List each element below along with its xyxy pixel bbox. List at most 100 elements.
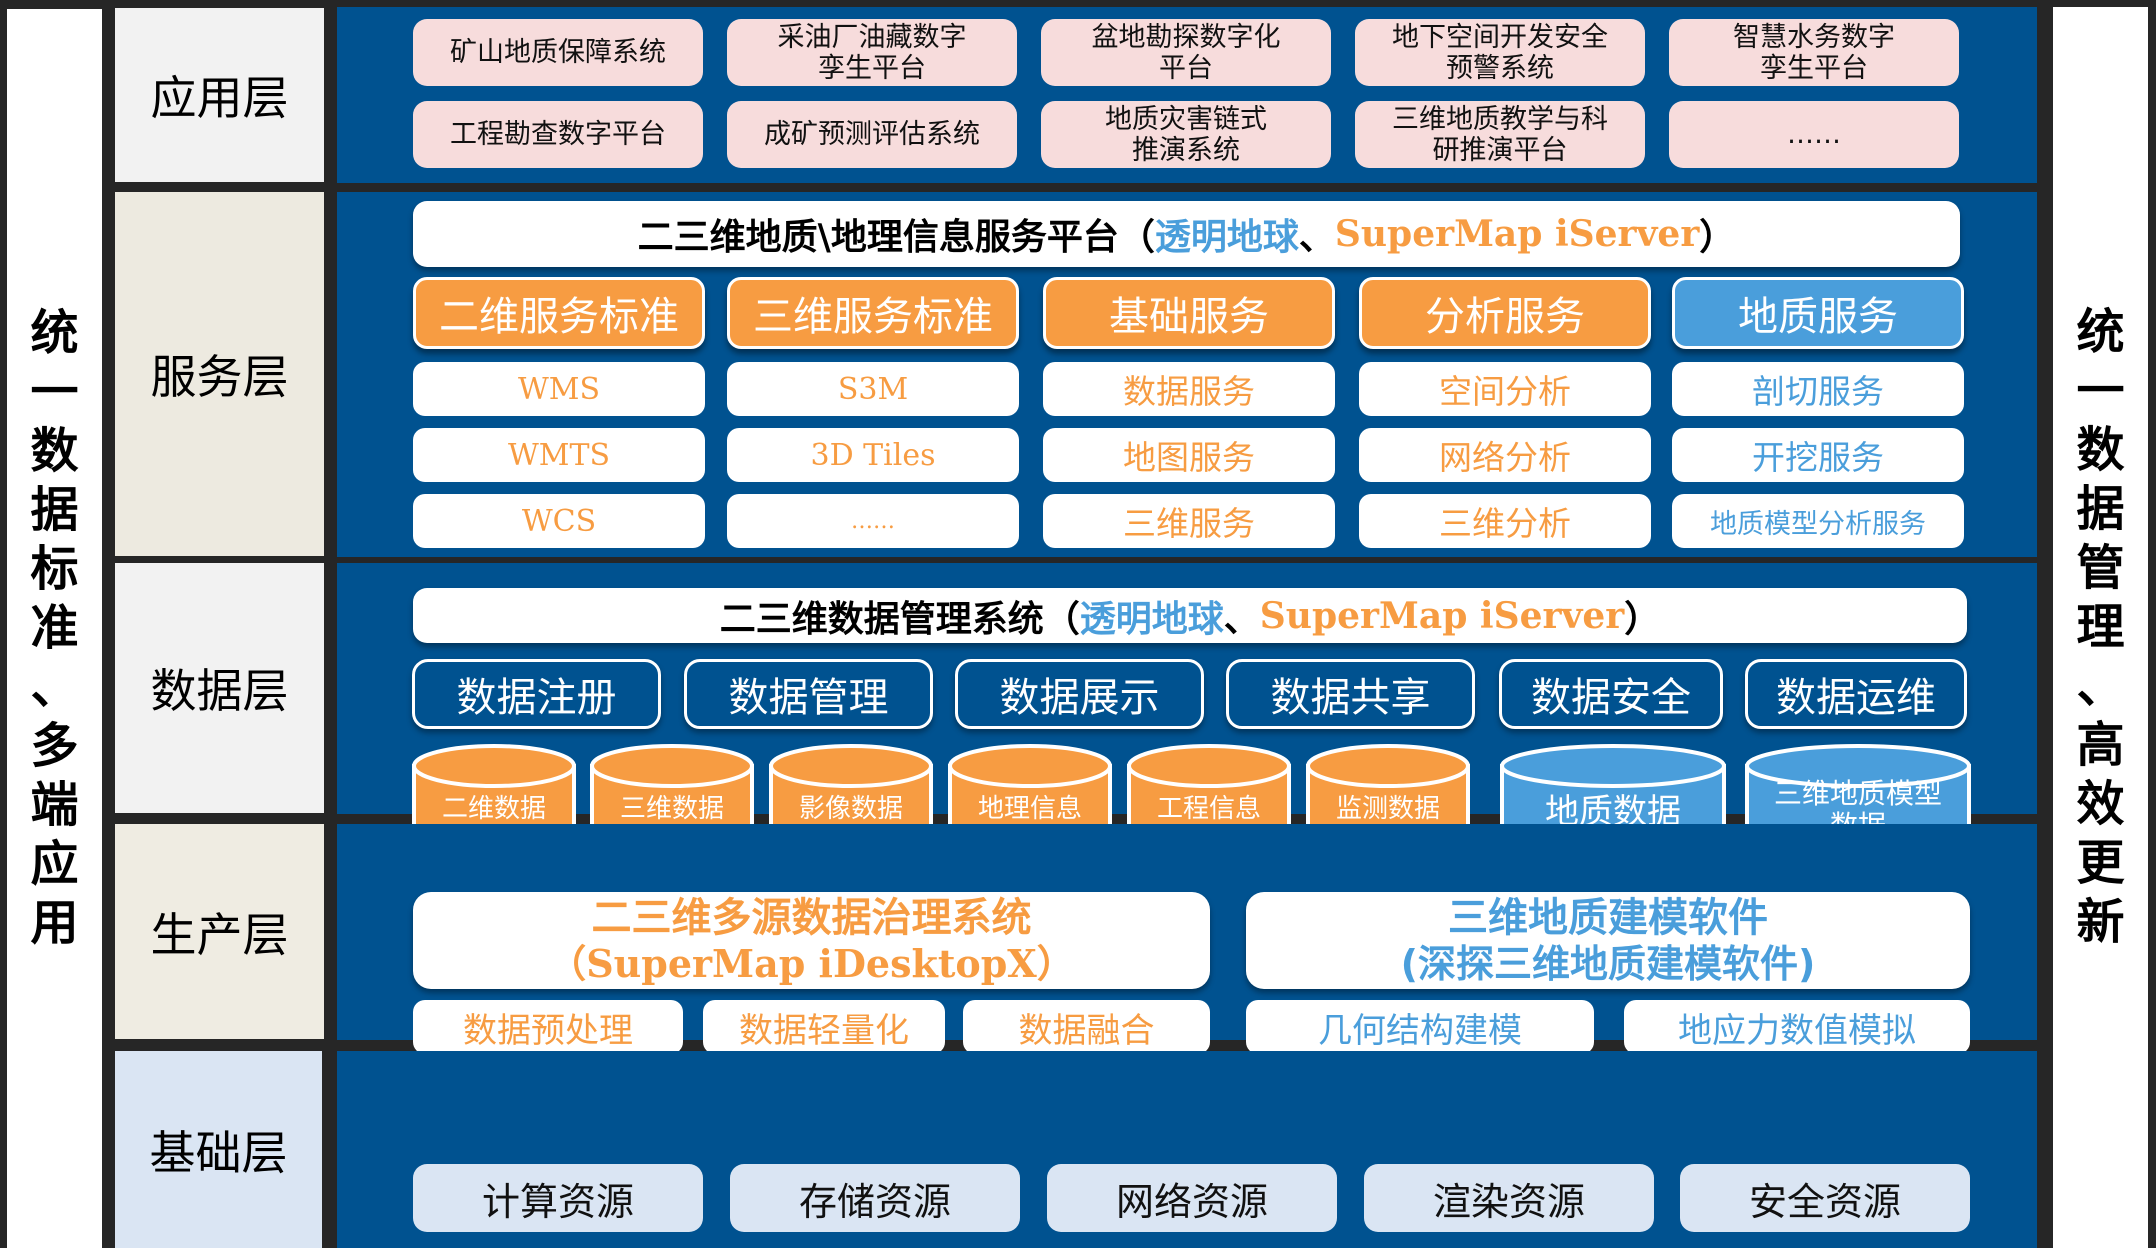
base-resource-item[interactable]: 计算资源	[413, 1164, 703, 1232]
cylinder-top	[769, 744, 933, 788]
app-item[interactable]: 盆地勘探数字化平台	[1041, 19, 1331, 86]
data-system-title: 二三维数据管理系统（透明地球、SuperMap iServer）	[413, 588, 1967, 643]
banner-char: 新	[2076, 894, 2125, 950]
app-item[interactable]: 成矿预测评估系统	[727, 101, 1017, 168]
modeling-item[interactable]: 几何结构建模	[1246, 1000, 1594, 1054]
data-store-label-line: 三维数据	[619, 794, 724, 824]
banner-char: 高	[2076, 717, 2125, 773]
banner-char: 标	[30, 541, 79, 597]
service-item[interactable]: 剖切服务	[1672, 362, 1964, 416]
layer-label-text: 生产层	[150, 907, 289, 962]
service-item[interactable]: 开挖服务	[1672, 428, 1964, 482]
banner-char: 数	[2076, 422, 2125, 478]
data-function-button[interactable]: 数据安全	[1499, 659, 1723, 729]
left-banner: 统一数据标准、多端应用	[7, 9, 102, 1248]
service-category-1[interactable]: 三维服务标准	[727, 277, 1019, 349]
app-item-label: 智慧水务数字	[1733, 21, 1895, 53]
cylinder-top	[412, 744, 576, 788]
app-item[interactable]: ……	[1669, 101, 1959, 168]
app-item-label: 矿山地质保障系统	[450, 37, 666, 68]
cylinder-top	[948, 744, 1112, 788]
service-category-4[interactable]: 地质服务	[1672, 277, 1964, 349]
data-function-button[interactable]: 数据注册	[412, 659, 661, 729]
banner-char: 端	[30, 777, 79, 833]
service-category-3[interactable]: 分析服务	[1359, 277, 1651, 349]
data-store-label-line: 地理信息	[977, 794, 1082, 824]
service-item[interactable]: 3D Tiles	[727, 428, 1019, 482]
banner-char: 应	[30, 836, 79, 892]
data-store-label: 地理信息	[948, 794, 1112, 824]
service-item[interactable]: WCS	[413, 494, 705, 548]
service-item[interactable]: 数据服务	[1043, 362, 1335, 416]
app-item-label: 成矿预测评估系统	[764, 119, 980, 150]
service-item[interactable]: 地图服务	[1043, 428, 1335, 482]
app-item[interactable]: 矿山地质保障系统	[413, 19, 703, 86]
data-store-label: 影像数据	[769, 794, 933, 824]
banner-char: 准	[30, 600, 79, 656]
right-banner: 统一数据管理、高效更新	[2053, 7, 2148, 1248]
modeling-item[interactable]: 地应力数值模拟	[1624, 1000, 1970, 1054]
banner-char: 一	[30, 364, 79, 420]
banner-char: 更	[2076, 835, 2125, 891]
banner-char: 、	[30, 659, 79, 715]
base-resource-item[interactable]: 渲染资源	[1364, 1164, 1654, 1232]
layer-label-text: 服务层	[150, 350, 289, 404]
app-item-label: ……	[1787, 119, 1841, 150]
app-item[interactable]: 工程勘查数字平台	[413, 101, 703, 168]
service-item[interactable]: 三维服务	[1043, 494, 1335, 548]
data-function-button[interactable]: 数据管理	[684, 659, 933, 729]
layer-label-text: 基础层	[149, 1125, 288, 1180]
service-category-2[interactable]: 基础服务	[1043, 277, 1335, 349]
data-store-label-line: 监测数据	[1335, 794, 1440, 824]
data-store-label-line: 工程信息	[1156, 794, 1261, 824]
service-item[interactable]: 三维分析	[1359, 494, 1651, 548]
data-store-label: 工程信息	[1127, 794, 1291, 824]
cylinder-top	[590, 744, 754, 788]
service-platform-title: 二三维地质\地理信息服务平台（透明地球、SuperMap iServer）	[413, 201, 1960, 267]
cylinder-top	[1127, 744, 1291, 788]
layer-label-production: 生产层	[115, 824, 324, 1039]
app-item[interactable]: 采油厂油藏数字孪生平台	[727, 19, 1017, 86]
service-item[interactable]: 网络分析	[1359, 428, 1651, 482]
app-item[interactable]: 三维地质教学与科研推演平台	[1355, 101, 1645, 168]
data-function-button[interactable]: 数据共享	[1226, 659, 1475, 729]
layer-label-text: 数据层	[150, 664, 289, 718]
data-store-label-line: 二维数据	[441, 794, 546, 824]
service-item[interactable]: 地质模型分析服务	[1672, 494, 1964, 548]
cylinder-top	[1745, 744, 1971, 788]
app-item[interactable]: 智慧水务数字孪生平台	[1669, 19, 1959, 86]
service-item[interactable]: WMS	[413, 362, 705, 416]
base-resource-item[interactable]: 安全资源	[1680, 1164, 1970, 1232]
data-store-label: 三维数据	[590, 794, 754, 824]
app-item-label: 地质灾害链式	[1105, 103, 1267, 135]
banner-char: 统	[2076, 304, 2125, 360]
app-item-label: 工程勘查数字平台	[450, 119, 666, 150]
layer-label-data: 数据层	[115, 563, 324, 813]
service-item[interactable]: 空间分析	[1359, 362, 1651, 416]
modeling-software-title: 三维地质建模软件 (深探三维地质建模软件)	[1246, 892, 1970, 989]
service-item[interactable]: S3M	[727, 362, 1019, 416]
base-resource-item[interactable]: 网络资源	[1047, 1164, 1337, 1232]
service-item[interactable]: ……	[727, 494, 1019, 548]
data-store-label-line: 三维地质模型	[1773, 777, 1942, 810]
app-item-label: 采油厂油藏数字	[777, 21, 967, 53]
data-store-label: 二维数据	[412, 794, 576, 824]
app-item[interactable]: 地下空间开发安全预警系统	[1355, 19, 1645, 86]
app-item-label: 地下空间开发安全	[1392, 21, 1608, 53]
banner-char: 理	[2076, 599, 2125, 655]
governance-item[interactable]: 数据预处理	[413, 1000, 683, 1054]
right-banner-text: 统一数据管理、高效更新	[2076, 303, 2124, 952]
governance-item[interactable]: 数据轻量化	[703, 1000, 945, 1054]
app-item-label: 盆地勘探数字化	[1091, 21, 1281, 53]
app-item[interactable]: 地质灾害链式推演系统	[1041, 101, 1331, 168]
service-item[interactable]: WMTS	[413, 428, 705, 482]
layer-label-text: 应用层	[150, 71, 289, 125]
banner-char: 管	[2076, 540, 2125, 596]
data-function-button[interactable]: 数据运维	[1745, 659, 1967, 729]
data-function-button[interactable]: 数据展示	[955, 659, 1204, 729]
service-category-0[interactable]: 二维服务标准	[413, 277, 705, 349]
base-resource-item[interactable]: 存储资源	[730, 1164, 1020, 1232]
app-item-label: 研推演平台	[1432, 134, 1568, 166]
governance-item[interactable]: 数据融合	[963, 1000, 1210, 1054]
cylinder-top	[1500, 744, 1726, 788]
